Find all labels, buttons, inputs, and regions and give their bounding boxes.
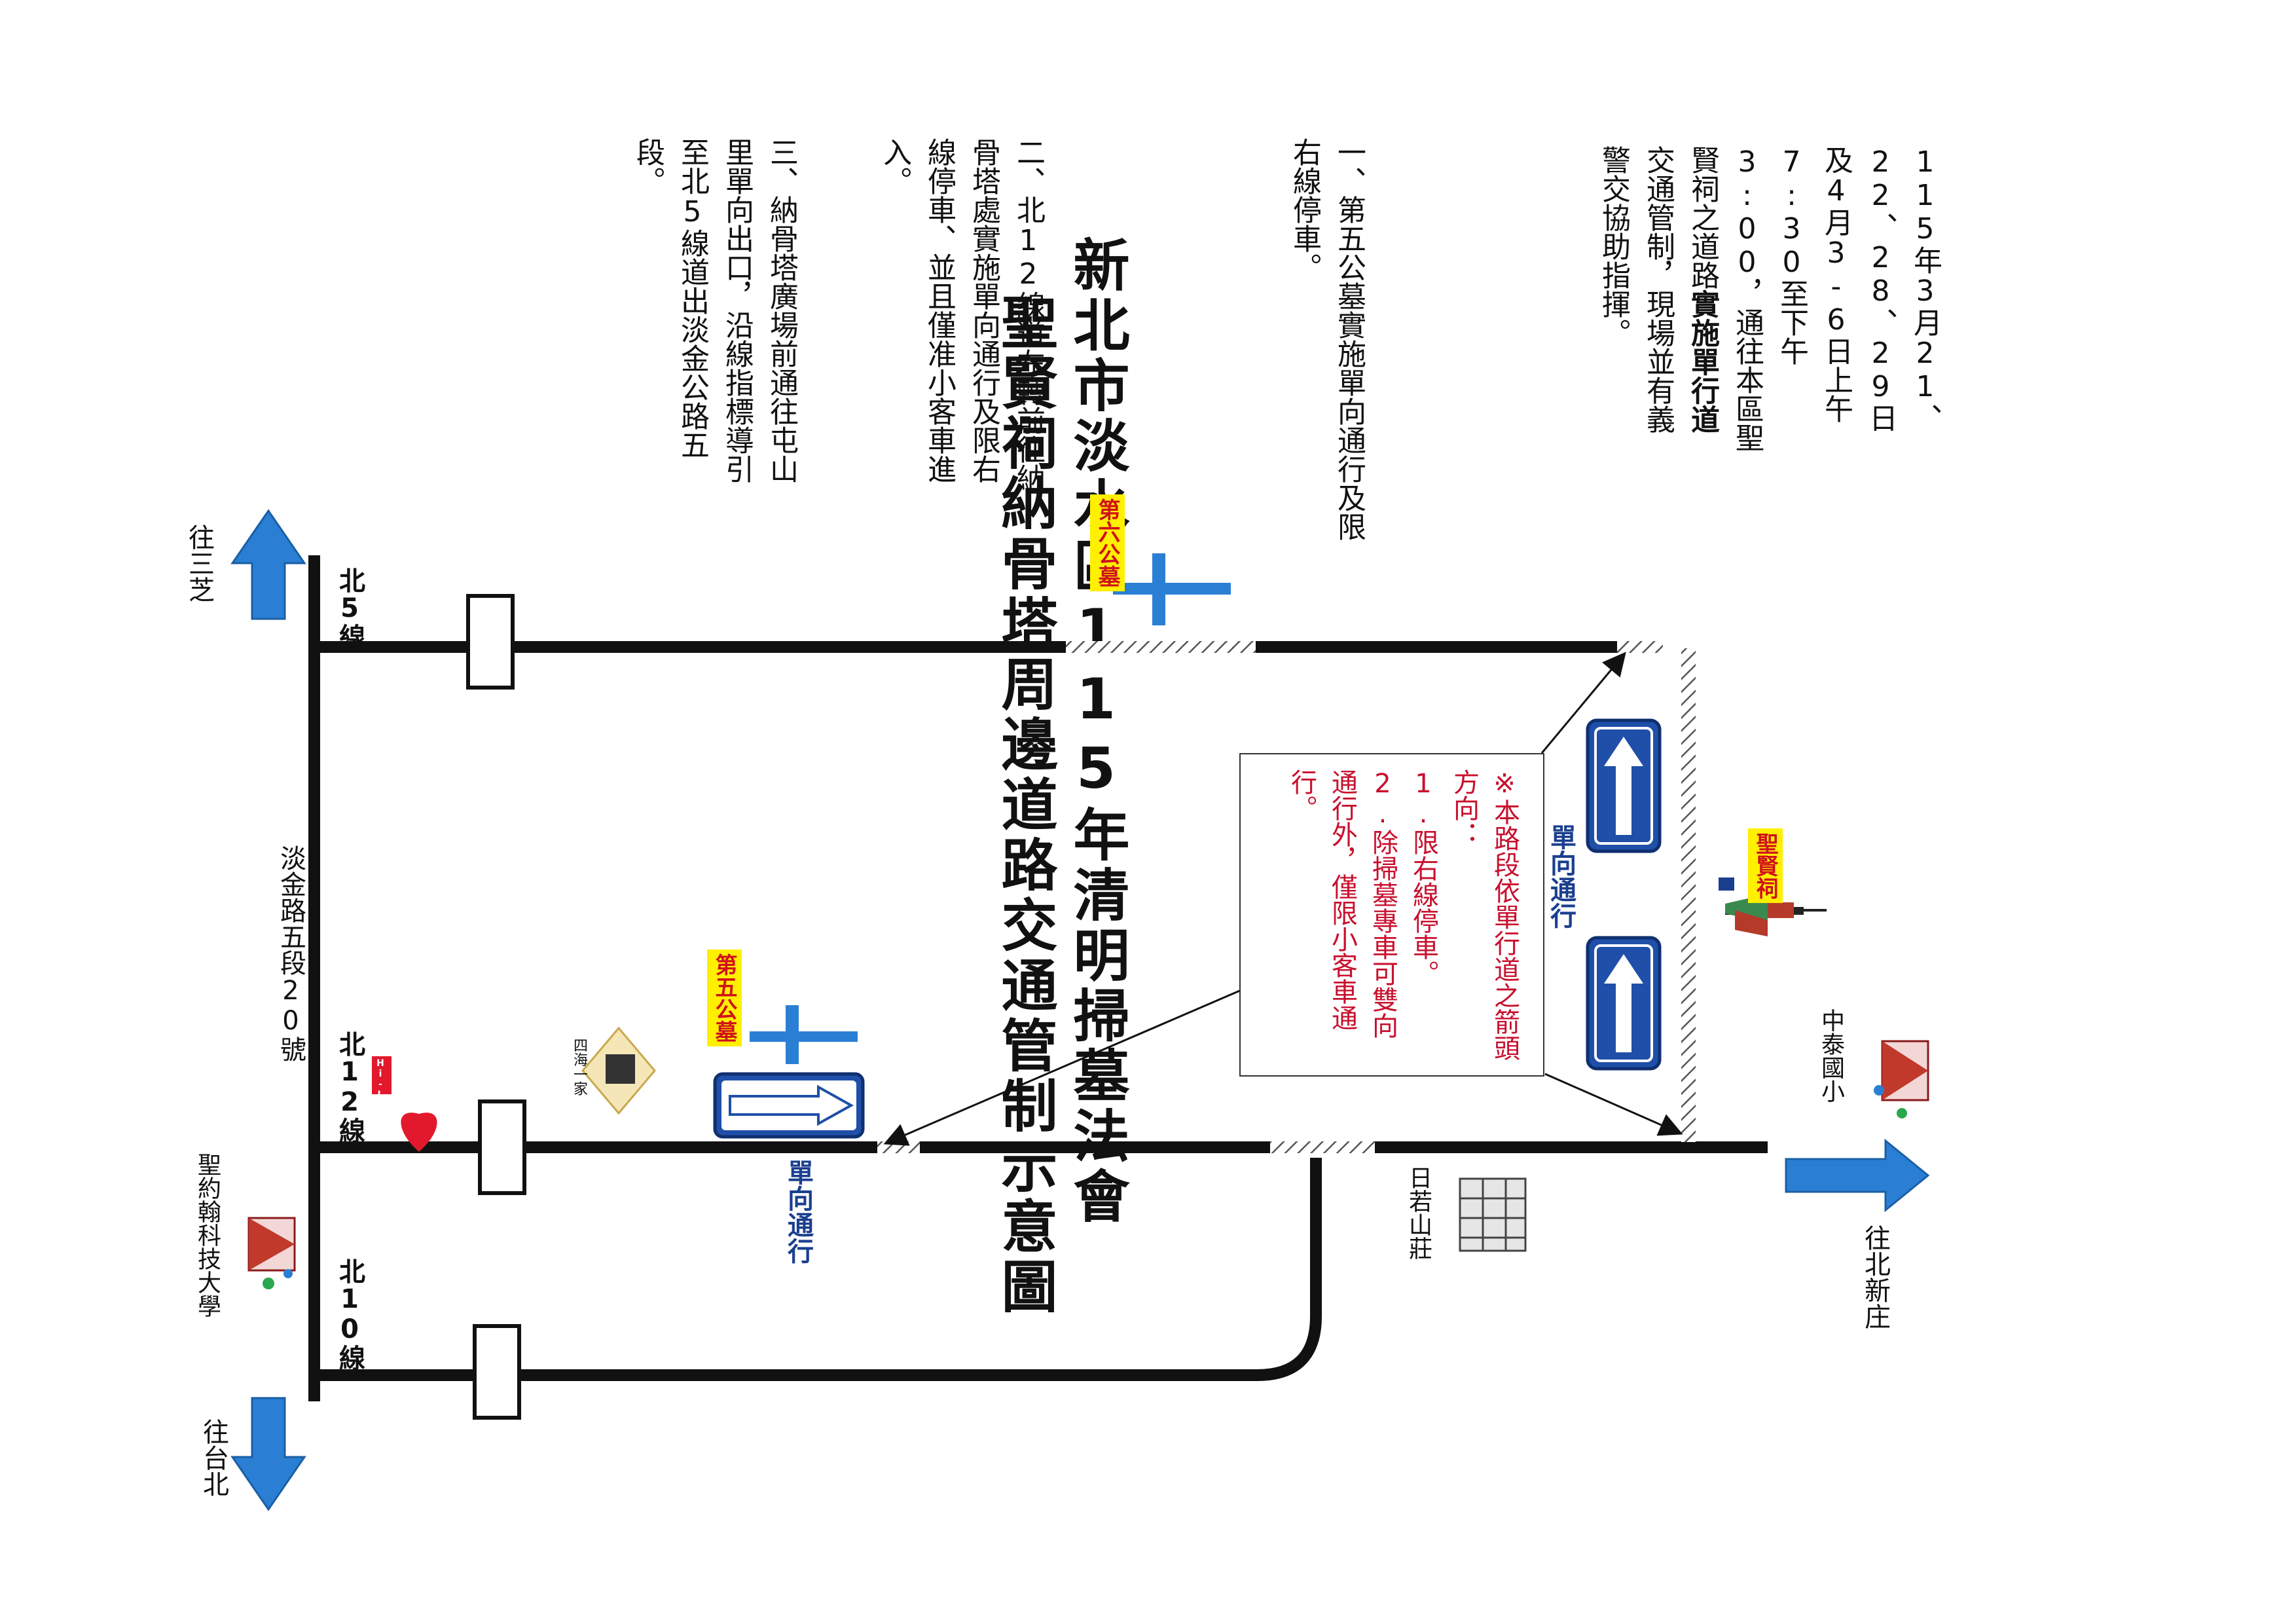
dest-beixinzhuang: 往北新庄 (1860, 1225, 1890, 1329)
school-label: 中泰國小 (1817, 1008, 1844, 1103)
oneway-label-2: 單向通行 (783, 1159, 813, 1264)
note-item-1: 1.限右線停車。 (1408, 769, 1438, 986)
arrow-beixinzhuang-icon (1785, 1138, 1930, 1213)
oneway-sign-1-icon (1586, 718, 1662, 853)
intro-part2: 交通管制，現場並有義警交協助指揮。 (1597, 145, 1675, 434)
hatch-shrine-road (1681, 648, 1696, 1142)
hilife-heart-icon (401, 1113, 437, 1152)
road-n5-label: 北5線 (335, 567, 365, 650)
hilife-label: Hi-Life (375, 1058, 386, 1132)
cemetery6-marker-icon (1113, 553, 1231, 625)
hatch-n12-1 (877, 1141, 920, 1153)
road-n10-label: 北10線 (335, 1258, 365, 1371)
road-n10 (314, 1158, 1322, 1381)
university-icon (247, 1217, 296, 1289)
road-main-label: 淡金路五段20號 (276, 845, 306, 1062)
pagoda-icon (1725, 894, 1827, 936)
road-n12-label: 北12線 (335, 1031, 365, 1143)
apartment-icon (1459, 1177, 1527, 1252)
shrine-tag: 聖賢祠 (1748, 828, 1783, 903)
oneway-sign-2-icon (1586, 936, 1662, 1071)
dest-sanzhi: 往三芝 (184, 524, 214, 602)
note-heading: ※本路段依單行道之箭頭方向： (1449, 769, 1520, 1061)
marker-n5 (466, 594, 515, 690)
cemetery6-tag: 第六公墓 (1090, 494, 1125, 591)
cemetery5-marker-icon (750, 1005, 858, 1064)
apartment-label: 日若山莊 (1405, 1166, 1432, 1260)
marker-n10 (473, 1324, 521, 1420)
intro-part1: 115年3月21、22、28、29日及4月3-6日上午7:30至下午3:00，通… (1686, 145, 1942, 452)
dest-taipei: 往台北 (198, 1418, 228, 1497)
shrine-gate-icon (1719, 877, 1734, 891)
shop-icon (581, 1026, 656, 1115)
hatch-n12-2 (1270, 1141, 1375, 1153)
note-item-2: 2.除掃墓專車可雙向通行外，僅限小客車通行。 (1286, 769, 1398, 1039)
intro-text: 115年3月21、22、28、29日及4月3-6日上午7:30至下午3:00，通… (1591, 145, 1947, 460)
arrow-taipei-icon (230, 1397, 306, 1511)
rule-3: 三、納骨塔廣場前通往屯山里單向出口，沿線指標導引至北5線道出淡金公路五段。 (631, 138, 798, 483)
hilife-sign-icon (372, 1056, 392, 1094)
hatch-n5-east (1617, 641, 1663, 653)
school-icon (1874, 1040, 1929, 1118)
university-label: 聖約翰科技大學 (194, 1153, 221, 1318)
hatch-n5-west (1066, 641, 1256, 653)
oneway-sign-3-icon (713, 1072, 865, 1139)
note-box: ※本路段依單行道之箭頭方向： 1.限右線停車。 2.除掃墓專車可雙向通行外，僅限… (1239, 753, 1544, 1077)
rule-1: 一、第五公墓實施單向通行及限右線停車。 (1288, 138, 1366, 541)
note-text: ※本路段依單行道之箭頭方向： 1.限右線停車。 2.除掃墓專車可雙向通行外，僅限… (1281, 769, 1525, 1063)
arrow-sanzhi-icon (230, 509, 306, 620)
cemetery5-tag: 第五公墓 (707, 950, 742, 1046)
rule-2: 二、北12線道左轉前往納骨塔處實施單向通行及限右線停車、並且僅准小客車進入。 (878, 138, 1045, 492)
shop-label: 四海一家 (571, 1038, 587, 1096)
oneway-label-1: 單向通行 (1546, 824, 1576, 929)
intro-emphasis: 實施單行道 (1686, 289, 1719, 434)
marker-n12 (478, 1099, 526, 1195)
